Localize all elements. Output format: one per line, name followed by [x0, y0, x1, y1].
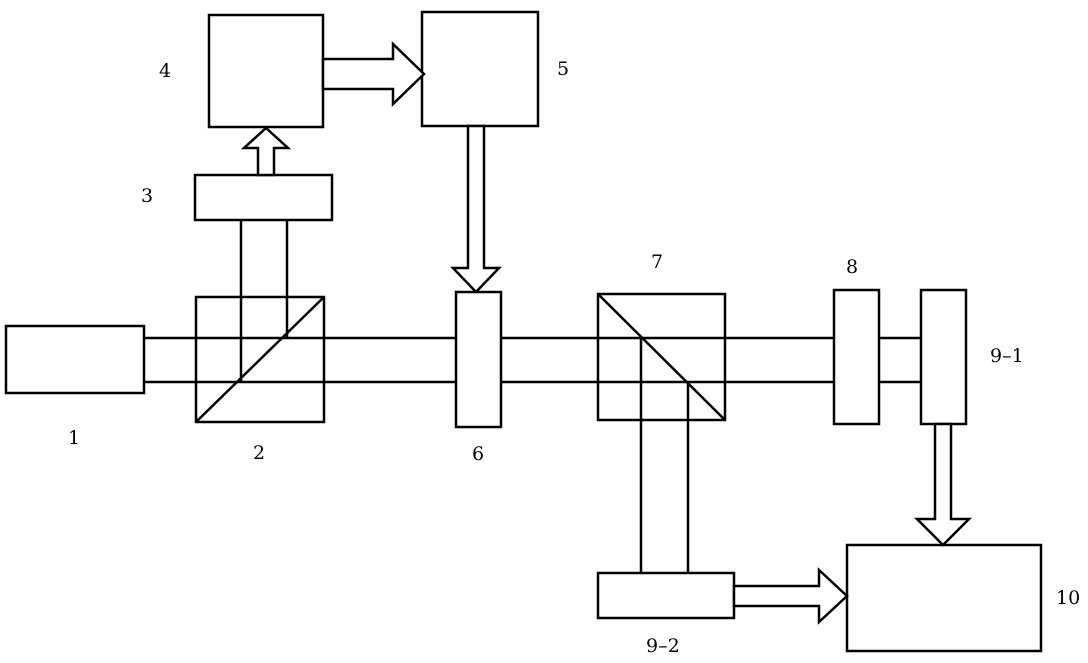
label-3: 3	[141, 185, 153, 207]
lower-branch-beam	[641, 338, 688, 573]
label-4: 4	[159, 60, 171, 82]
block-3	[195, 175, 332, 220]
arrow-9-2-to-10	[734, 570, 847, 622]
label-2: 2	[253, 442, 265, 464]
block-1	[6, 326, 144, 393]
label-9-1: 9–1	[990, 345, 1024, 367]
block-9-1	[921, 290, 966, 424]
block-9-2	[598, 573, 734, 618]
arrow-3-to-4	[244, 128, 288, 175]
label-8: 8	[846, 256, 858, 278]
block-10	[847, 545, 1041, 651]
arrow-4-to-5	[323, 44, 424, 104]
label-7: 7	[651, 251, 663, 273]
label-1: 1	[68, 427, 80, 449]
beam-splitter-7	[598, 294, 725, 420]
arrow-9-1-to-10	[917, 424, 969, 545]
label-6: 6	[472, 443, 484, 465]
label-9-2: 9–2	[646, 635, 680, 657]
block-8	[834, 290, 879, 424]
beam-splitter-2	[196, 297, 324, 422]
label-5: 5	[557, 58, 569, 80]
label-10: 10	[1056, 587, 1080, 609]
block-5	[422, 12, 538, 126]
block-6	[456, 292, 501, 427]
block-4	[209, 15, 323, 127]
upper-branch-beam	[241, 220, 287, 382]
arrow-5-to-6	[453, 126, 499, 292]
